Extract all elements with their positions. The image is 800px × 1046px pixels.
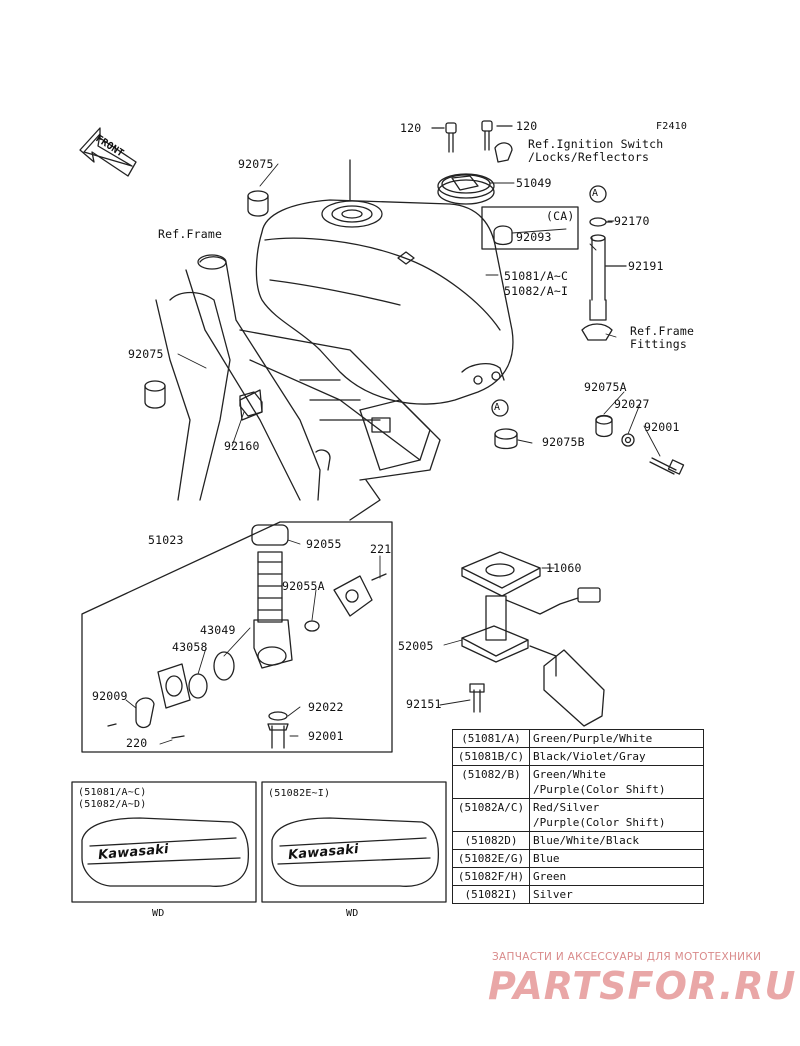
fuel-tank-drawing [255,159,514,405]
color-code: (51082F/H) [452,867,530,886]
label-92151: 92151 [406,697,442,711]
figure-code: F2410 [656,121,688,132]
table-row: (51082E/G)Blue [452,849,704,868]
callout-a-label-right: A [592,188,599,199]
color-name: Black/Violet/Gray [529,747,704,766]
table-row: (51082D)Blue/White/Black [452,831,704,850]
label-92055A: 92055A [282,579,325,593]
color-code: (51082E/G) [452,849,530,868]
label-92009: 92009 [92,689,128,703]
label-220: 220 [126,736,148,750]
color-name: Blue/White/Black [529,831,704,850]
label-92022: 92022 [308,700,344,714]
bolt-120-drawing [431,120,513,163]
cushion-92075B-drawing [494,428,518,450]
color-code: (51081/A) [452,729,530,748]
label-92191: 92191 [628,259,664,273]
label-11060: 11060 [546,561,582,575]
variant-box-1-codes: (51081/A~C) (51082/A~D) [78,787,147,810]
label-92160: 92160 [224,439,260,453]
mount-bolt-right-drawing [595,414,685,475]
table-row: (51082F/H)Green [452,867,704,886]
breather-hose-drawing [581,186,627,341]
cushion-92075-top-drawing [247,190,269,217]
label-92001-bottom: 92001 [308,729,344,743]
cushion-92075-left-drawing [144,380,166,409]
callout-a-label-left: A [494,402,501,413]
watermark-logo: PARTSFOR.RU [488,964,797,1008]
variant-box-2-caption: WD [346,908,359,919]
label-51082: 51082/A~I [504,284,569,298]
fuel-pump-drawing [461,551,605,727]
label-92001-right: 92001 [644,420,680,434]
table-row: (51081B/C)Black/Violet/Gray [452,747,704,766]
watermark-tagline: ЗАПЧАСТИ И АКСЕССУАРЫ ДЛЯ МОТОТЕХНИКИ [492,951,762,963]
label-43049: 43049 [200,623,236,637]
frame-drawing [155,254,441,521]
label-51049: 51049 [516,176,552,190]
label-51081: 51081/A~C [504,269,569,283]
label-43058: 43058 [172,640,208,654]
color-code: (51082A/C) [452,798,530,832]
color-name: Blue [529,849,704,868]
label-92075B: 92075B [542,435,585,449]
variant-box-2 [261,781,447,903]
front-arrow-icon [79,127,137,177]
ref-frame-fittings: Ref.Frame Fittings [630,324,695,351]
ref-ignition-switch: Ref.Ignition Switch /Locks/Reflectors [528,137,664,164]
color-code: (51082D) [452,831,530,850]
label-92093: 92093 [516,230,552,244]
callout-a-left [491,399,509,417]
label-92170: 92170 [614,214,650,228]
ca-box [481,206,579,250]
ca-label: (CA) [546,209,575,223]
leader-lines [125,163,661,745]
variant-box-1-caption: WD [152,908,165,919]
color-name: Green/Purple/White [529,729,704,748]
color-code: (51082I) [452,885,530,904]
petcock-box [81,521,393,753]
label-92075-top: 92075 [238,157,274,171]
pad-92160-drawing [239,391,263,417]
label-52005: 52005 [398,639,434,653]
ref-frame: Ref.Frame [158,227,223,241]
label-92075-left: 92075 [128,347,164,361]
label-92027: 92027 [614,397,650,411]
color-name: Silver [529,885,704,904]
fuel-cap-drawing [437,173,495,205]
color-table: (51081/A)Green/Purple/White (51081B/C)Bl… [452,729,704,904]
table-row: (51082/B)Green/White /Purple(Color Shift… [452,765,704,799]
table-row: (51082I)Silver [452,885,704,904]
table-row: (51081/A)Green/Purple/White [452,729,704,748]
callout-a-right [589,185,607,203]
color-name: Green/White /Purple(Color Shift) [529,765,704,799]
label-92055: 92055 [306,537,342,551]
label-221: 221 [370,542,392,556]
color-code: (51081B/C) [452,747,530,766]
label-120a: 120 [400,121,422,135]
label-92075A: 92075A [584,380,627,394]
color-name: Red/Silver /Purple(Color Shift) [529,798,704,832]
label-51023: 51023 [148,533,184,547]
color-name: Green [529,867,704,886]
label-120b: 120 [516,119,538,133]
variant-box-1 [71,781,257,903]
variant-box-2-codes: (51082E~I) [268,788,331,799]
table-row: (51082A/C)Red/Silver /Purple(Color Shift… [452,798,704,832]
color-code: (51082/B) [452,765,530,799]
